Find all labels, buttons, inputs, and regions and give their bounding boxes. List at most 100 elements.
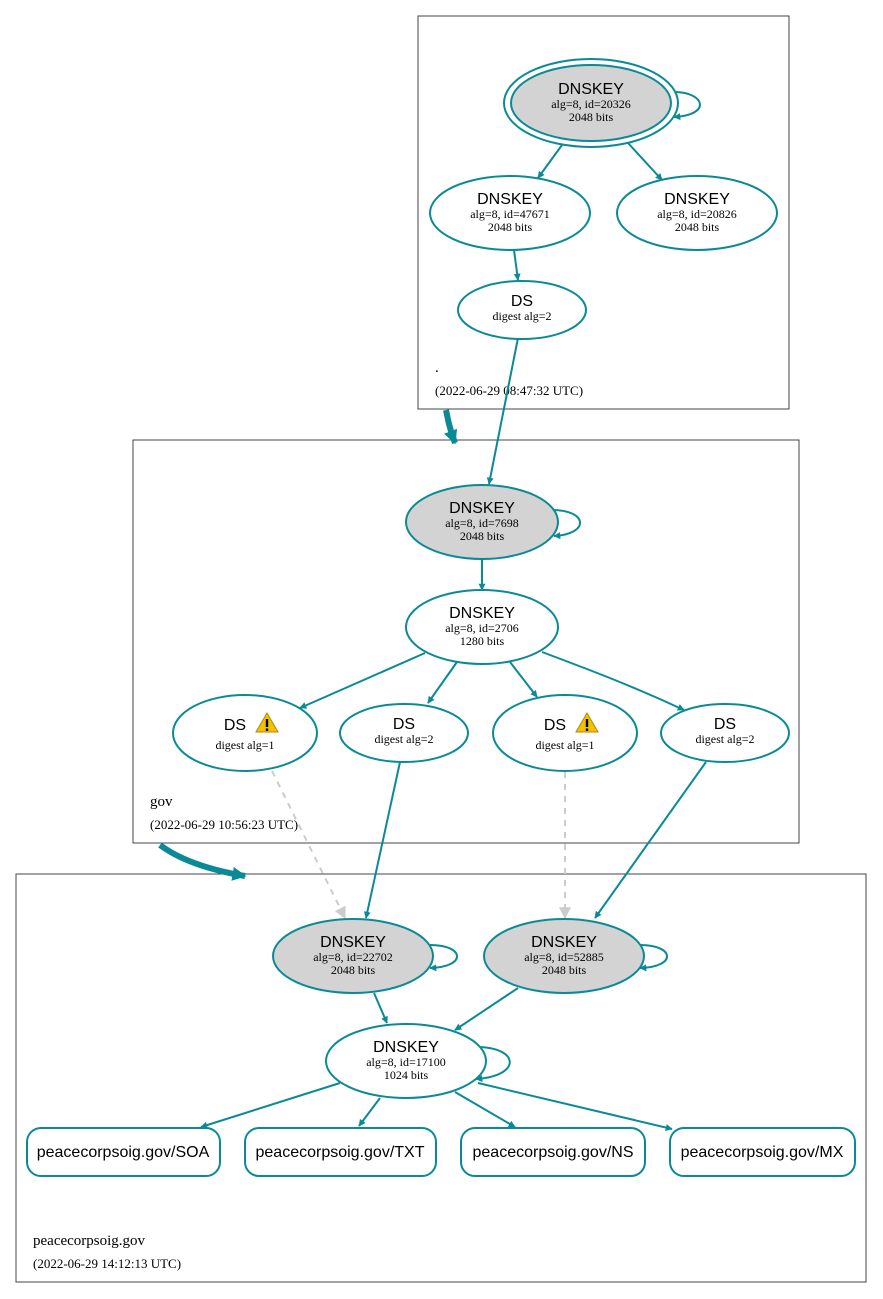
node-bits: 2048 bits (488, 220, 533, 234)
node-title: DNSKEY (449, 500, 515, 517)
rrset-label: peacecorpsoig.gov/SOA (37, 1144, 210, 1161)
node-ellipse (429, 175, 591, 251)
dnskey-node[interactable]: DNSKEY alg=8, id=7698 2048 bits (405, 484, 559, 560)
node-title: DS (544, 717, 566, 734)
node-bits: 2048 bits (460, 529, 505, 543)
node-title: DS (224, 717, 246, 734)
node-detail: alg=8, id=2706 (445, 621, 519, 635)
self-loop-p-zsk (475, 1046, 511, 1083)
edge-p-zsk-to-mx (477, 1082, 673, 1131)
node-detail: digest alg=1 (215, 738, 274, 752)
edge-p-ksk2-to-zsk (454, 987, 519, 1031)
dnskey-node[interactable]: DNSKEY alg=8, id=17100 1024 bits (325, 1023, 487, 1099)
node-bits: 2048 bits (331, 963, 376, 977)
node-title: DNSKEY (477, 191, 543, 208)
ds-node[interactable]: DS digest alg=1 (492, 694, 638, 772)
edge-gov-zsk-to-ds1 (299, 652, 426, 709)
node-title: DS (714, 716, 736, 733)
edge-root-zsk1-to-ds (513, 249, 521, 281)
node-ellipse (405, 484, 559, 560)
node-detail: alg=8, id=22702 (313, 950, 393, 964)
node-title: DS (393, 716, 415, 733)
delegation-root-to-gov (443, 409, 458, 445)
rrset-node-soa[interactable]: peacecorpsoig.gov/SOA (26, 1127, 221, 1177)
ds-node[interactable]: DS digest alg=1 (172, 694, 318, 772)
node-ellipse (172, 694, 318, 772)
node-detail: digest alg=2 (695, 732, 754, 746)
self-loop-root-ksk (673, 91, 701, 121)
zone-name: . (435, 360, 439, 376)
dnskey-node[interactable]: DNSKEY alg=8, id=20326 2048 bits (503, 58, 679, 148)
node-detail: alg=8, id=7698 (445, 516, 519, 530)
edge-gov-zsk-to-ds3 (509, 661, 538, 698)
node-ellipse (660, 703, 790, 763)
rrset-box (244, 1127, 437, 1177)
edge-gov-ds2-to-p-ksk1 (363, 761, 401, 919)
rrset-node-mx[interactable]: peacecorpsoig.gov/MX (669, 1127, 856, 1177)
edge-root-ksk-to-zsk1 (537, 144, 563, 179)
node-bits: 2048 bits (675, 220, 720, 234)
node-bits: 2048 bits (542, 963, 587, 977)
zone-root: . (2022-06-29 08:47:32 UTC) (417, 15, 790, 410)
node-title: DNSKEY (531, 934, 597, 951)
zone-gov-box (132, 439, 800, 844)
zone-peacecorpsoig: peacecorpsoig.gov (2022-06-29 14:12:13 U… (15, 873, 867, 1283)
zone-timestamp: (2022-06-29 14:12:13 UTC) (33, 1256, 181, 1271)
self-loop-p-ksk2 (639, 944, 668, 972)
node-title: DNSKEY (320, 934, 386, 951)
edge-p-zsk-to-txt (358, 1097, 381, 1127)
self-loops (429, 91, 701, 1083)
edge-gov-zsk-to-ds4 (541, 651, 685, 711)
node-title: DNSKEY (558, 81, 624, 98)
node-detail: digest alg=2 (374, 732, 433, 746)
edge-p-ksk1-to-zsk (373, 992, 388, 1024)
node-detail: alg=8, id=20326 (551, 97, 631, 111)
zone-name: peacecorpsoig.gov (33, 1233, 146, 1249)
edges (200, 142, 707, 1131)
dnskey-node[interactable]: DNSKEY alg=8, id=47671 2048 bits (429, 175, 591, 251)
node-ellipse (339, 703, 469, 763)
rrset-label: peacecorpsoig.gov/NS (473, 1144, 634, 1161)
node-detail: alg=8, id=52885 (524, 950, 604, 964)
ds-node[interactable]: DS digest alg=2 (660, 703, 790, 763)
edge-root-ds-to-gov-ksk (486, 337, 519, 485)
rrset-label: peacecorpsoig.gov/TXT (256, 1144, 425, 1161)
ds-node[interactable]: DS digest alg=2 (457, 280, 587, 340)
dnskey-node[interactable]: DNSKEY alg=8, id=20826 2048 bits (616, 175, 778, 251)
node-bits: 1024 bits (384, 1068, 429, 1082)
rrset-box (460, 1127, 646, 1177)
zone-name: gov (150, 794, 173, 810)
ds-node[interactable]: DS digest alg=2 (339, 703, 469, 763)
node-ellipse (405, 589, 559, 665)
node-ellipse (616, 175, 778, 251)
rrset-box (26, 1127, 221, 1177)
warning-icon (575, 712, 599, 733)
zone-gov: gov (2022-06-29 10:56:23 UTC) (132, 439, 800, 844)
dnskey-node[interactable]: DNSKEY alg=8, id=52885 2048 bits (483, 918, 645, 994)
zone-root-box (417, 15, 790, 410)
delegation-arrows (158, 409, 458, 881)
node-ellipse (457, 280, 587, 340)
node-detail: digest alg=1 (535, 738, 594, 752)
node-ellipse (325, 1023, 487, 1099)
node-ellipse (483, 918, 645, 994)
warning-icon (255, 712, 279, 733)
node-bits: 2048 bits (569, 110, 614, 124)
node-bits: 1280 bits (460, 634, 505, 648)
dnskey-node[interactable]: DNSKEY alg=8, id=22702 2048 bits (272, 918, 434, 994)
node-title: DNSKEY (664, 191, 730, 208)
rrset-node-ns[interactable]: peacecorpsoig.gov/NS (460, 1127, 646, 1177)
edge-gov-ds4-to-p-ksk2 (594, 761, 707, 919)
edge-root-ksk-to-zsk2 (627, 142, 663, 181)
edge-p-zsk-to-ns (454, 1091, 516, 1128)
dnskey-node[interactable]: DNSKEY alg=8, id=2706 1280 bits (405, 589, 559, 665)
node-detail: digest alg=2 (492, 309, 551, 323)
zone-timestamp: (2022-06-29 08:47:32 UTC) (435, 383, 583, 398)
zone-peacecorpsoig-box (15, 873, 867, 1283)
self-loop-p-ksk1 (429, 944, 458, 972)
rrset-box (669, 1127, 856, 1177)
rrset-node-txt[interactable]: peacecorpsoig.gov/TXT (244, 1127, 437, 1177)
node-detail: alg=8, id=47671 (470, 207, 550, 221)
node-ellipse (492, 694, 638, 772)
